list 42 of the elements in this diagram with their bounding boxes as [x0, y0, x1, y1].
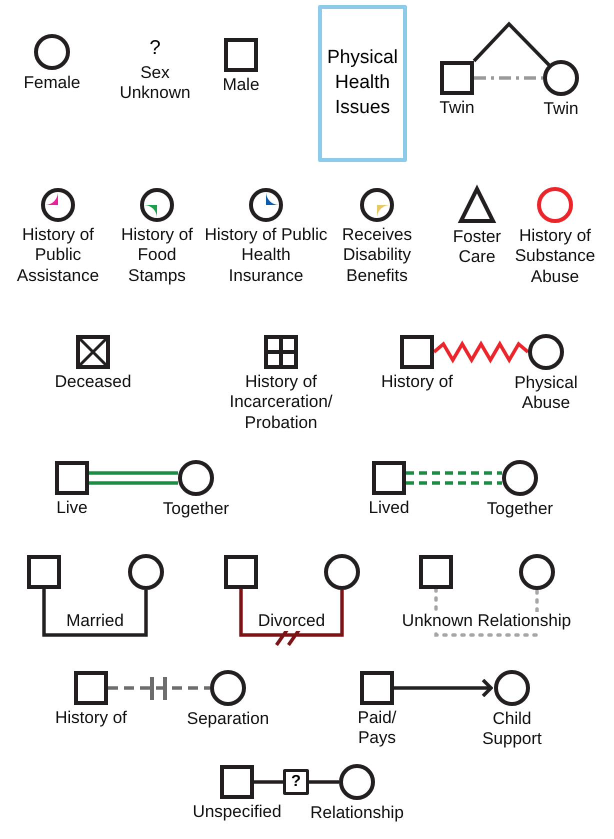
edge-label: Unknown Relationship — [400, 612, 572, 631]
symbol-label: Child Support — [481, 709, 543, 750]
symbol-label: Female — [24, 73, 80, 94]
twin-connector — [472, 21, 550, 66]
symbol-label: History of Public Health Insurance — [204, 225, 328, 286]
double-line — [87, 471, 180, 485]
symbol-label: Paid/ Pays — [356, 708, 398, 749]
symbol-label: Sex Unknown — [118, 63, 192, 104]
relationship-line — [254, 780, 283, 784]
symbol-label: Physical Abuse — [513, 373, 579, 414]
question-mark: ? — [149, 36, 161, 60]
symbol-label: History of Public Assistance — [16, 225, 100, 286]
symbol-label: History of — [381, 372, 453, 392]
divorce-line — [239, 587, 344, 647]
unspecified-marker: ? — [283, 769, 309, 795]
relationship-line — [309, 780, 339, 784]
symbol-label: Separation — [186, 709, 270, 730]
symbol-label: Together — [486, 499, 554, 520]
symbol-label: History of Substance Abuse — [514, 226, 596, 288]
symbol-label: Lived — [368, 498, 410, 518]
symbol-label: Male — [222, 75, 260, 96]
symbol-label: Foster Care — [452, 227, 502, 268]
symbol-label: History of Incarceration/ Probation — [228, 372, 334, 434]
symbol-label: Deceased — [54, 372, 132, 392]
symbol-label: Together — [162, 499, 230, 520]
edge-label: Divorced — [256, 612, 326, 631]
separation-line — [108, 686, 210, 690]
symbol-label: History of — [55, 708, 127, 728]
symbol-label: Twin — [440, 98, 474, 118]
symbol-label: Unspecified — [192, 802, 282, 822]
condition-box: Physical Health Issues — [318, 5, 407, 162]
symbol-label: Live — [56, 498, 88, 518]
symbol-label: Relationship — [310, 803, 404, 824]
double-line — [404, 471, 504, 485]
arrow — [394, 678, 493, 698]
zigzag-line — [432, 340, 530, 364]
relationship-line — [434, 587, 539, 637]
twin-line — [474, 76, 543, 80]
symbol-label: Receives Disability Benefits — [341, 225, 413, 286]
symbol-label: Twin — [544, 99, 578, 120]
marriage-line — [42, 589, 148, 637]
symbol-label: History of Food Stamps — [120, 225, 194, 286]
